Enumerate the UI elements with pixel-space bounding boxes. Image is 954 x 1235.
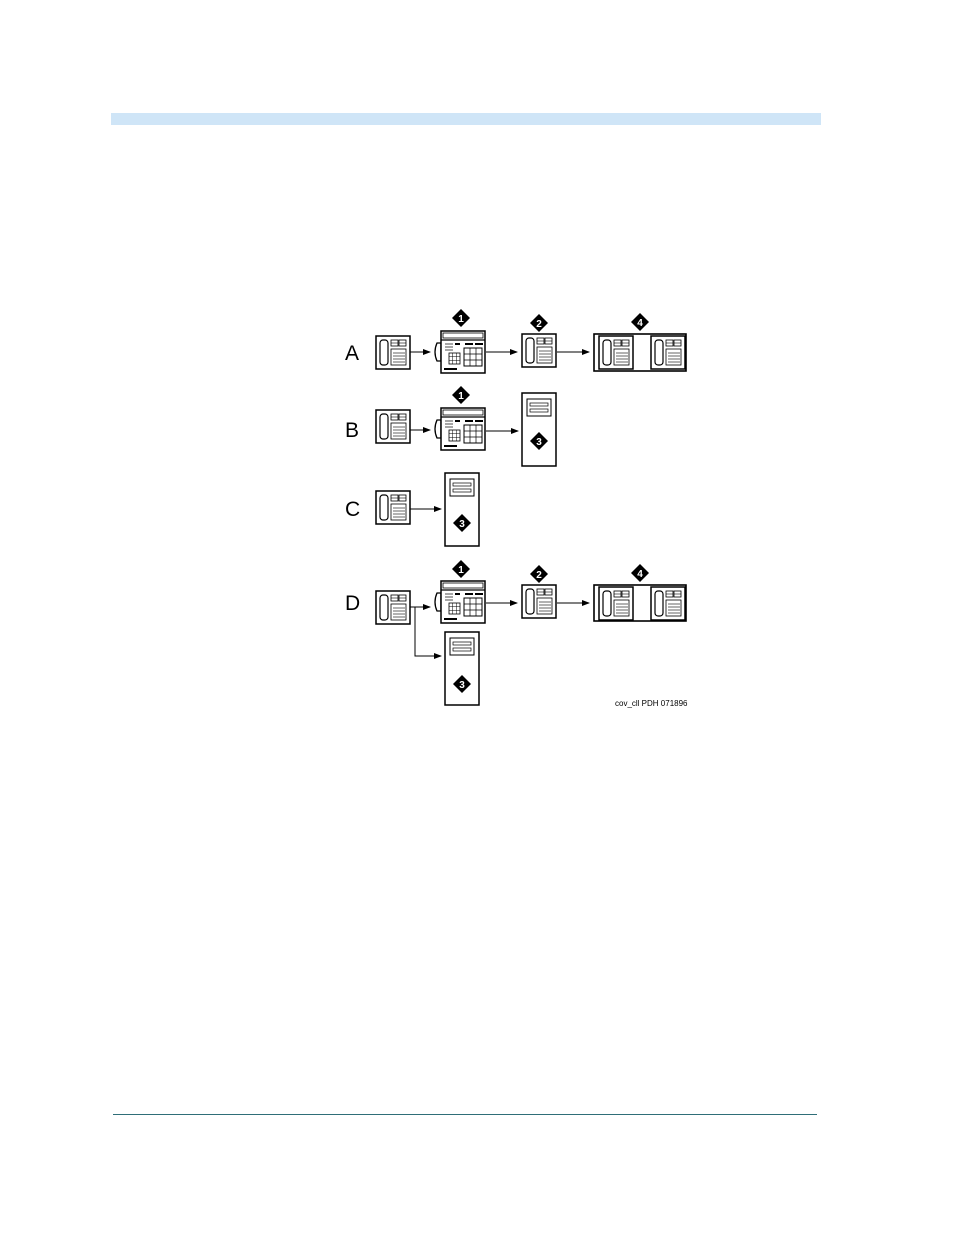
- row-a-attendant-console: [435, 331, 485, 373]
- row-d-label: D: [345, 592, 360, 615]
- footer-rule: [113, 1114, 817, 1115]
- svg-text:4: 4: [637, 318, 643, 329]
- row-d-callout-4: 4: [631, 564, 649, 582]
- row-d-callout-1: 1: [452, 560, 470, 578]
- figure-caption: cov_cll PDH 071896: [615, 699, 688, 708]
- row-a-callout-1: 1: [452, 309, 470, 327]
- row-a-label: A: [345, 342, 359, 365]
- row-b-voice-messaging-cabinet: [522, 393, 556, 466]
- svg-text:3: 3: [459, 680, 465, 691]
- row-b-callout-1: 1: [452, 386, 470, 404]
- svg-text:3: 3: [536, 437, 542, 448]
- svg-text:1: 1: [458, 391, 464, 402]
- row-a-covering-phone: [522, 334, 556, 367]
- row-a-calling-phone: [376, 336, 410, 369]
- row-a-group-phone-1: [599, 336, 633, 369]
- svg-text:2: 2: [536, 319, 542, 330]
- row-d-attendant-console: [435, 581, 485, 623]
- row-d-group-phone-1: [599, 587, 633, 620]
- row-d-group-phone-2: [651, 587, 685, 620]
- row-a-group-phone-2: [651, 336, 685, 369]
- svg-text:4: 4: [637, 569, 643, 580]
- row-a-callout-2: 2: [530, 314, 548, 332]
- row-d-covering-phone: [522, 585, 556, 618]
- row-a-callout-4: 4: [631, 313, 649, 331]
- row-d-arrow-branch: [415, 607, 441, 656]
- row-b-label: B: [345, 419, 359, 442]
- row-d-calling-phone: [376, 591, 410, 624]
- row-c-voice-messaging-cabinet: [445, 473, 479, 546]
- svg-text:3: 3: [459, 519, 465, 530]
- row-c-label: C: [345, 498, 360, 521]
- row-d-callout-2: 2: [530, 565, 548, 583]
- row-b-attendant-console: [435, 408, 485, 450]
- row-d-voice-messaging-cabinet: [445, 632, 479, 705]
- row-b-calling-phone: [376, 410, 410, 443]
- svg-text:1: 1: [458, 314, 464, 325]
- svg-text:1: 1: [458, 565, 464, 576]
- svg-text:2: 2: [536, 570, 542, 581]
- row-c-calling-phone: [376, 491, 410, 524]
